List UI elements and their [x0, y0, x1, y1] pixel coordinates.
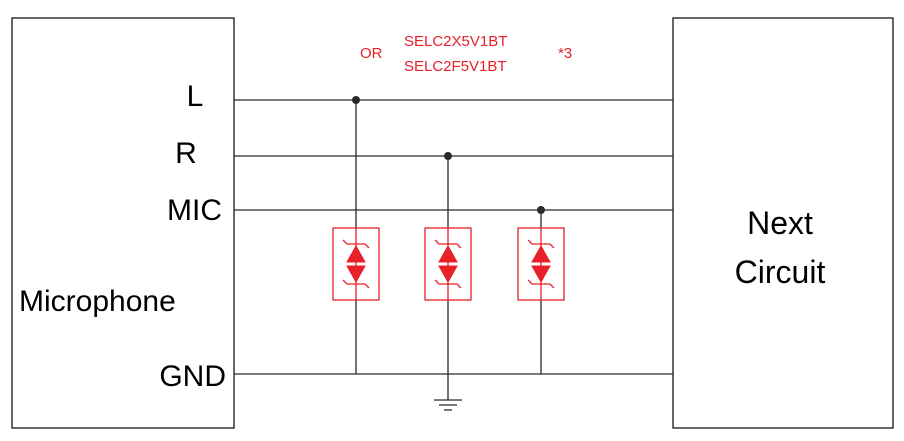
microphone-block — [11, 17, 235, 429]
ground-icon — [434, 399, 462, 411]
part-number-2: SELC2F5V1BT — [404, 58, 507, 75]
pin-label-r: R — [175, 137, 197, 170]
part-quantity: *3 — [558, 45, 572, 62]
bidirectional-tvs-diode-icon — [517, 227, 565, 301]
bidirectional-tvs-diode-icon — [424, 227, 472, 301]
pin-label-gnd: GND — [159, 360, 226, 393]
next-circuit-label-line1: Next — [747, 205, 813, 241]
pin-label-mic: MIC — [167, 194, 222, 227]
part-number-1: SELC2X5V1BT — [404, 33, 507, 50]
bidirectional-tvs-diode-icon — [332, 227, 380, 301]
part-note-or: OR — [360, 45, 383, 62]
microphone-title: Microphone — [19, 285, 176, 318]
next-circuit-block — [672, 17, 894, 429]
pin-label-l: L — [187, 80, 204, 113]
next-circuit-label-line2: Circuit — [735, 254, 826, 290]
